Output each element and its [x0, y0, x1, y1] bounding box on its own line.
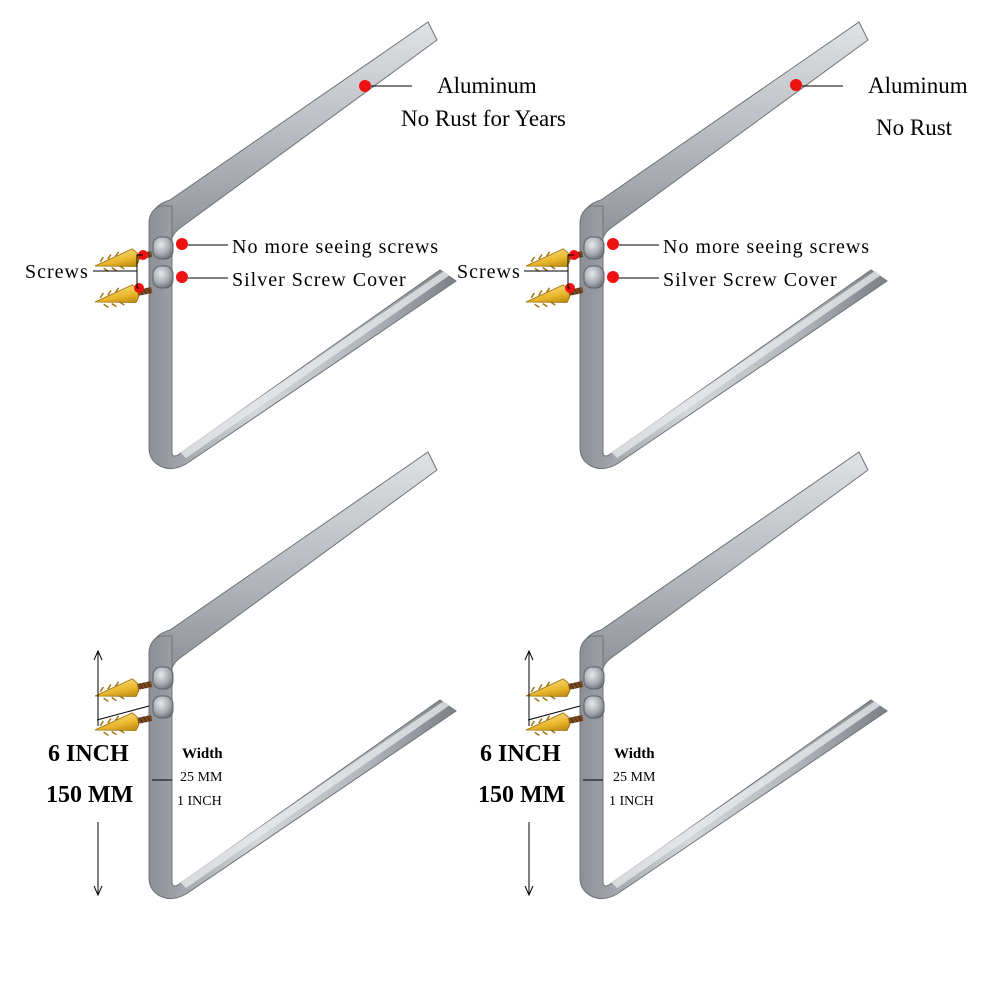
marker-dot	[176, 238, 188, 250]
wall-anchor-lower	[92, 708, 155, 740]
width-title: Width	[182, 746, 223, 762]
marker-dot	[607, 238, 619, 250]
wall-anchor-upper	[523, 674, 586, 706]
material-label: Aluminum	[868, 73, 968, 98]
panel-top-left: Aluminum No Rust for Years No more seein…	[25, 21, 566, 470]
wall-anchor-upper	[92, 244, 155, 276]
marker-dot	[790, 79, 802, 91]
panel-bottom-left: 6 INCH 150 MM Width 25 MM 1 INCH	[46, 451, 457, 900]
wall-anchor-lower	[92, 280, 155, 312]
marker-dot	[176, 271, 188, 283]
marker-dot	[607, 271, 619, 283]
height-mm-label: 150 MM	[478, 782, 565, 808]
marker-dot	[359, 80, 371, 92]
panel-bottom-right: 6 INCH 150 MM Width 25 MM 1 INCH	[478, 451, 888, 900]
material-sublabel: No Rust	[876, 115, 953, 140]
wall-anchor-upper	[523, 244, 586, 276]
width-mm-label: 25 MM	[180, 770, 223, 785]
width-inch-label: 1 INCH	[177, 794, 222, 809]
bracket-image	[579, 451, 888, 900]
width-mm-label: 25 MM	[613, 770, 656, 785]
height-mm-label: 150 MM	[46, 782, 133, 808]
width-inch-label: 1 INCH	[609, 794, 654, 809]
material-sublabel: No Rust for Years	[401, 106, 566, 131]
wall-anchor-lower	[523, 708, 586, 740]
material-label: Aluminum	[437, 73, 537, 98]
width-title: Width	[614, 746, 655, 762]
hidden-screws-label: No more seeing screws	[232, 236, 439, 258]
screws-label: Screws	[25, 261, 89, 283]
wall-anchor-lower	[523, 280, 586, 312]
hidden-screws-label: No more seeing screws	[663, 236, 870, 258]
height-inch-label: 6 INCH	[480, 741, 561, 767]
screw-cover-label: Silver Screw Cover	[663, 269, 838, 291]
wall-anchor-upper	[92, 674, 155, 706]
screws-label: Screws	[457, 261, 521, 283]
panel-top-right: Aluminum No Rust No more seeing screws S…	[457, 21, 968, 470]
bracket-image	[148, 451, 457, 900]
height-inch-label: 6 INCH	[48, 741, 129, 767]
screw-cover-label: Silver Screw Cover	[232, 269, 407, 291]
